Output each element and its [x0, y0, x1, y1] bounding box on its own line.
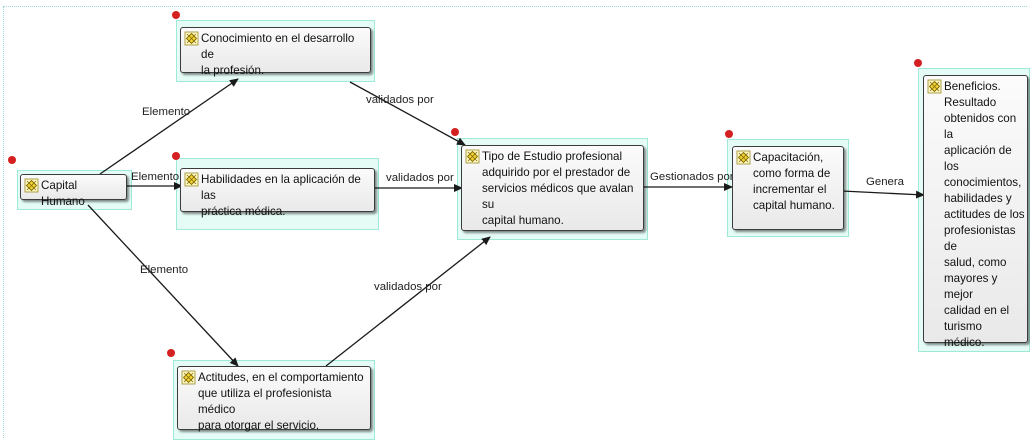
node-marker-dot — [451, 128, 459, 136]
edge-capital-actitudes — [87, 204, 239, 367]
node-label: Capital Humano — [41, 179, 85, 208]
concept-node-icon — [24, 178, 39, 193]
edge-capital-conocimiento — [99, 78, 239, 175]
concept-node-icon — [184, 31, 199, 46]
edge-actitudes-estudio — [325, 236, 491, 367]
concept-node-icon — [736, 150, 751, 165]
canvas-frame — [3, 6, 1027, 438]
node-conocimiento[interactable]: Conocimiento en el desarrollo de la prof… — [180, 27, 371, 77]
concept-node-icon — [927, 79, 942, 94]
node-capital-humano[interactable]: Capital Humano — [20, 174, 127, 208]
edge-label-capital-conocimiento: Elemento — [142, 106, 191, 118]
edge-label-capital-habilidades: Elemento — [131, 171, 180, 183]
edge-label-conocimiento-estudio: validados por — [366, 94, 434, 106]
edge-label-estudio-capacitacion: Gestionados por — [650, 171, 734, 183]
node-label: Actitudes, en el comportamiento que util… — [198, 371, 364, 432]
node-label: Capacitación, como forma de incrementar … — [753, 151, 835, 212]
edge-label-habilidades-estudio: validados por — [386, 172, 454, 184]
concept-node-icon — [181, 370, 196, 385]
node-marker-dot — [8, 156, 16, 164]
node-marker-dot — [914, 59, 922, 67]
node-label: Habilidades en la aplicación de las prác… — [201, 173, 361, 218]
edge-label-capacitacion-beneficios: Genera — [866, 176, 904, 188]
node-label: Conocimiento en el desarrollo de la prof… — [201, 32, 355, 77]
node-tipo-de-estudio[interactable]: Tipo de Estudio profesional adquirido po… — [461, 145, 644, 231]
node-marker-dot — [725, 130, 733, 138]
node-actitudes[interactable]: Actitudes, en el comportamiento que util… — [177, 366, 371, 432]
node-beneficios[interactable]: Beneficios. Resultado obtenidos con la a… — [923, 75, 1028, 349]
node-habilidades[interactable]: Habilidades en la aplicación de las prác… — [180, 168, 375, 218]
edge-label-actitudes-estudio: validados por — [374, 281, 442, 293]
node-marker-dot — [172, 11, 180, 19]
node-marker-dot — [167, 349, 175, 357]
node-label: Beneficios. Resultado obtenidos con la a… — [944, 80, 1025, 349]
node-marker-dot — [172, 152, 180, 160]
edge-capacitacion-beneficios — [841, 190, 925, 199]
node-capacitacion[interactable]: Capacitación, como forma de incrementar … — [732, 146, 844, 230]
edge-label-capital-actitudes: Elemento — [140, 264, 189, 276]
edge-conocimiento-estudio — [349, 81, 466, 146]
concept-node-icon — [184, 172, 199, 187]
concept-node-icon — [465, 149, 480, 164]
node-label: Tipo de Estudio profesional adquirido po… — [482, 150, 634, 227]
